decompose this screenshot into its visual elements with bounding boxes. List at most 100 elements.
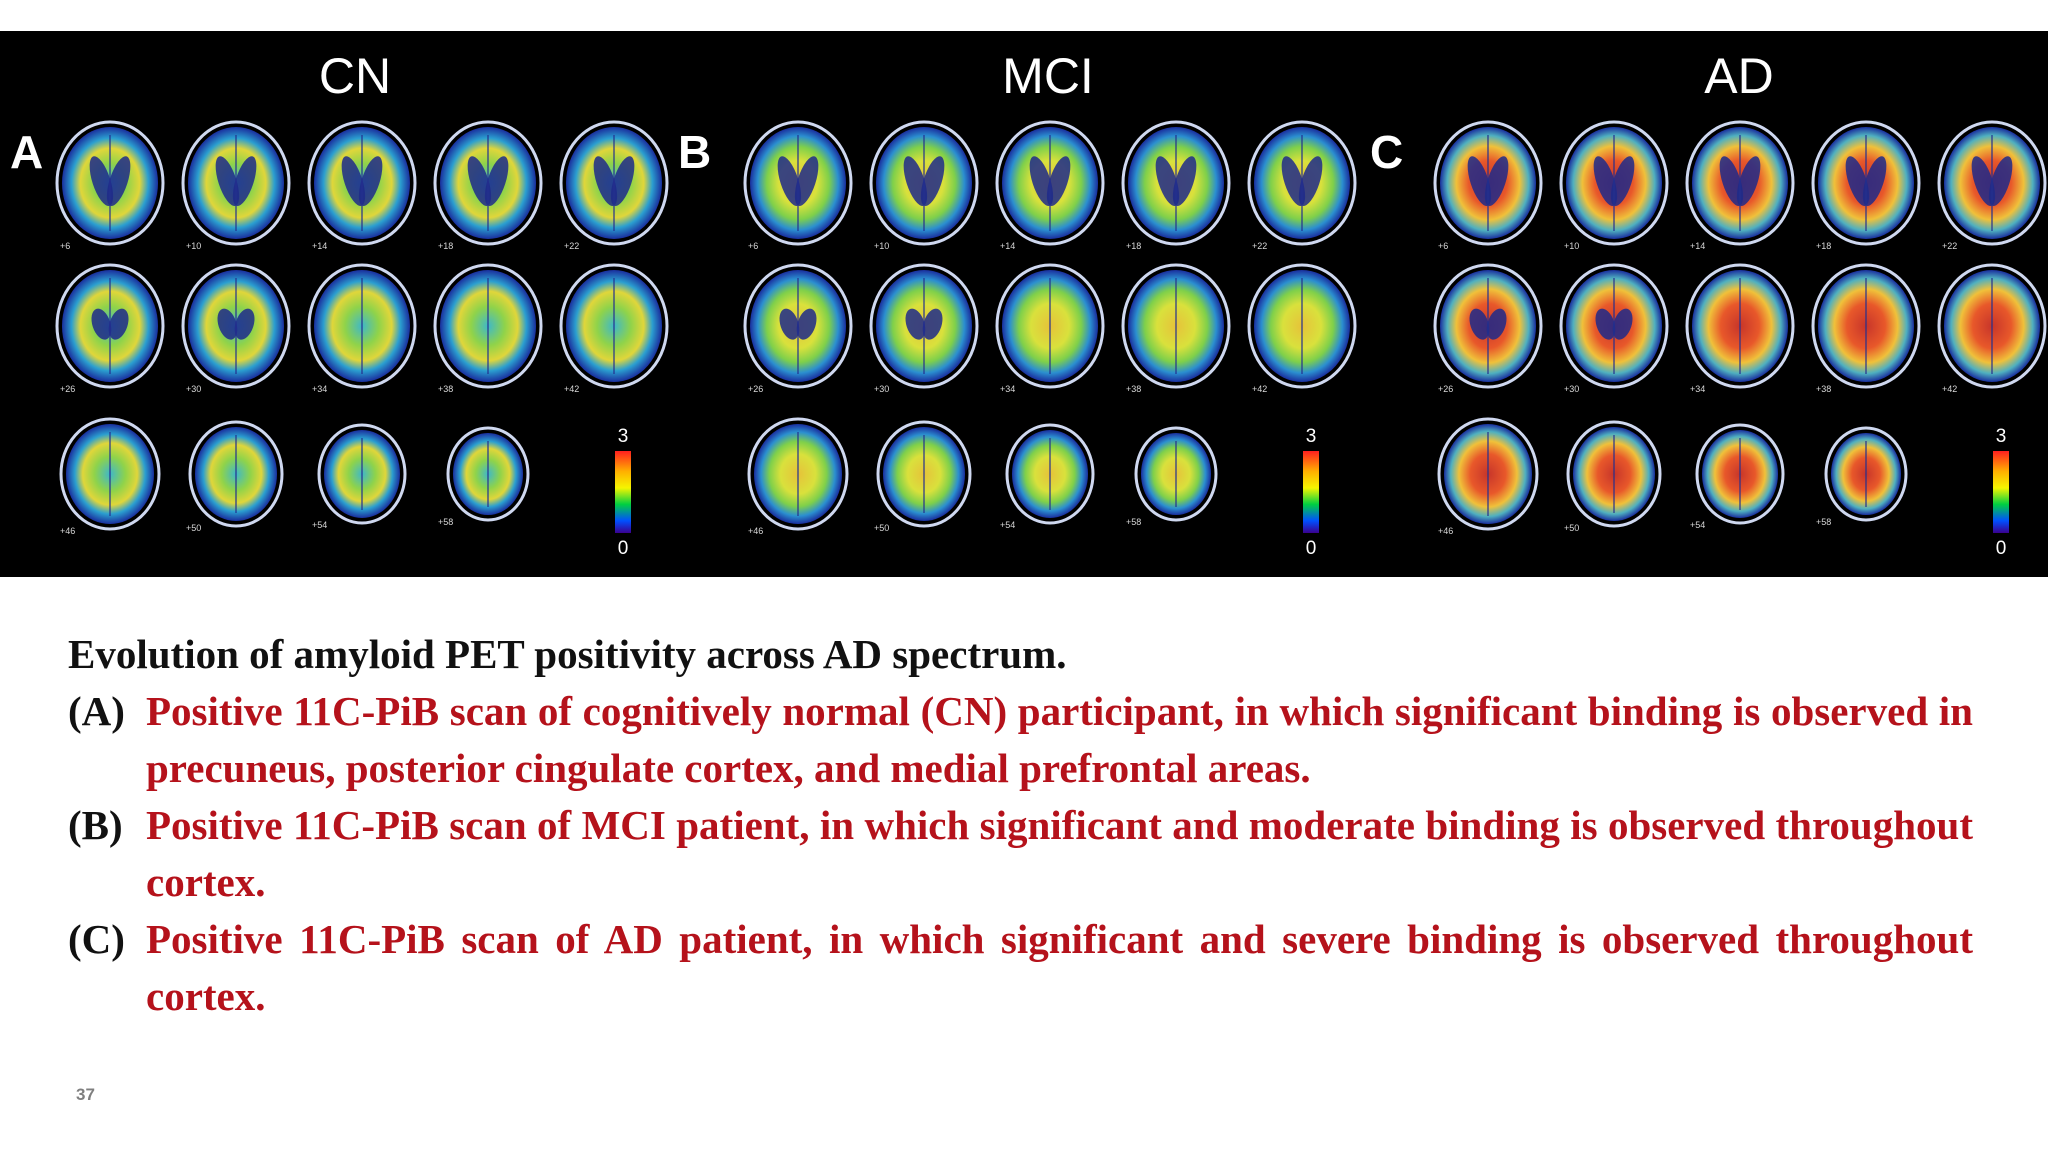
skull-ring [876,420,972,528]
caption-item-text: Positive 11C-PiB scan of AD patient, in … [146,916,1973,1019]
ventricle [1298,156,1323,206]
ventricle [1610,156,1635,206]
ventricle [1484,156,1509,206]
ventricle [1046,156,1071,206]
ventricle [610,156,635,206]
ventricle [922,308,943,340]
colorbar-min-label: 0 [1305,538,1317,559]
skull-ring [1247,263,1357,389]
slice-label: +58 [1816,517,1832,527]
slice-label: +6 [748,241,759,251]
skull-ring [55,120,165,246]
slice-label: +50 [186,523,202,533]
ventricle [106,156,131,206]
skull-ring [743,120,853,246]
caption-item-text: Positive 11C-PiB scan of MCI patient, in… [146,802,1973,905]
ventricle [796,308,817,340]
slice-label: +22 [564,241,580,251]
slice-label: +58 [1126,517,1142,527]
slice-label: +18 [438,241,454,251]
skull-ring [1433,263,1543,389]
slice-label: +22 [1942,241,1958,251]
skull-ring [995,120,1105,246]
slice-label: +46 [60,526,76,536]
skull-ring [1685,120,1795,246]
pet-figure: CN MCI AD A B C +6+10+14+18+22+26+30+34+… [0,31,2048,577]
caption-item-b: (B) Positive 11C-PiB scan of MCI patient… [68,797,1973,911]
ventricle [358,156,383,206]
skull-ring [446,426,530,522]
caption-title: Evolution of amyloid PET positivity acro… [68,631,1067,677]
slice-label: +46 [748,526,764,536]
skull-ring [1566,420,1662,528]
skull-ring [1005,423,1095,525]
skull-ring [1559,120,1669,246]
colorbar [1303,451,1319,533]
caption-item-label: (B) [68,802,123,848]
slice-label: +10 [874,241,890,251]
slice-label: +46 [1438,526,1454,536]
skull-ring [747,417,849,531]
skull-ring [181,263,291,389]
panel-letter-c: C [1370,126,1404,178]
skull-ring [317,423,407,525]
skull-ring [188,420,284,528]
ventricle [1988,156,2013,206]
skull-ring [59,417,161,531]
caption-item-a: (A) Positive 11C-PiB scan of cognitively… [68,683,1973,797]
slice-label: +42 [564,384,580,394]
skull-ring [1433,120,1543,246]
ventricle [232,156,257,206]
pet-brain-scans [55,120,2047,533]
skull-ring [433,263,543,389]
slice-label: +38 [438,384,454,394]
slice-label: +30 [1564,384,1580,394]
slice-label: +42 [1252,384,1268,394]
skull-ring [1437,417,1539,531]
group-title-ad: AD [1704,48,1774,104]
skull-ring [1937,120,2047,246]
skull-ring [433,120,543,246]
ventricle [1486,308,1507,340]
panel-letter-a: A [10,126,44,178]
ventricle [1736,156,1761,206]
ventricle [91,308,112,340]
slice-label: +50 [1564,523,1580,533]
slice-label: +10 [1564,241,1580,251]
caption-item-c: (C) Positive 11C-PiB scan of AD patient,… [68,911,1973,1025]
skull-ring [181,120,291,246]
ventricle [920,156,945,206]
skull-ring [307,120,417,246]
skull-ring [559,120,669,246]
skull-ring [869,263,979,389]
slice-label: +26 [60,384,76,394]
group-title-cn: CN [318,48,392,104]
colorbar [1993,451,2009,533]
skull-ring [1134,426,1218,522]
slice-label: +6 [1438,241,1449,251]
skull-ring [55,263,165,389]
colorbar-min-label: 0 [1995,538,2007,559]
slice-label: +30 [874,384,890,394]
skull-ring [307,263,417,389]
slice-label: +14 [1690,241,1706,251]
skull-ring [1121,120,1231,246]
skull-ring [1811,263,1921,389]
ventricle [1862,156,1887,206]
slice-label: +50 [874,523,890,533]
ventricle [1469,308,1490,340]
skull-ring [743,263,853,389]
slice-label: +22 [1252,241,1268,251]
slice-label: +34 [1000,384,1016,394]
figure-caption: Evolution of amyloid PET positivity acro… [68,626,1973,1025]
slice-label: +34 [312,384,328,394]
slice-label: +26 [1438,384,1454,394]
slice-label: +18 [1816,241,1832,251]
ventricle [217,308,238,340]
skull-ring [1247,120,1357,246]
slice-label: +34 [1690,384,1706,394]
colorbar [615,451,631,533]
ventricle [484,156,509,206]
slice-label: +18 [1126,241,1142,251]
skull-ring [1695,423,1785,525]
